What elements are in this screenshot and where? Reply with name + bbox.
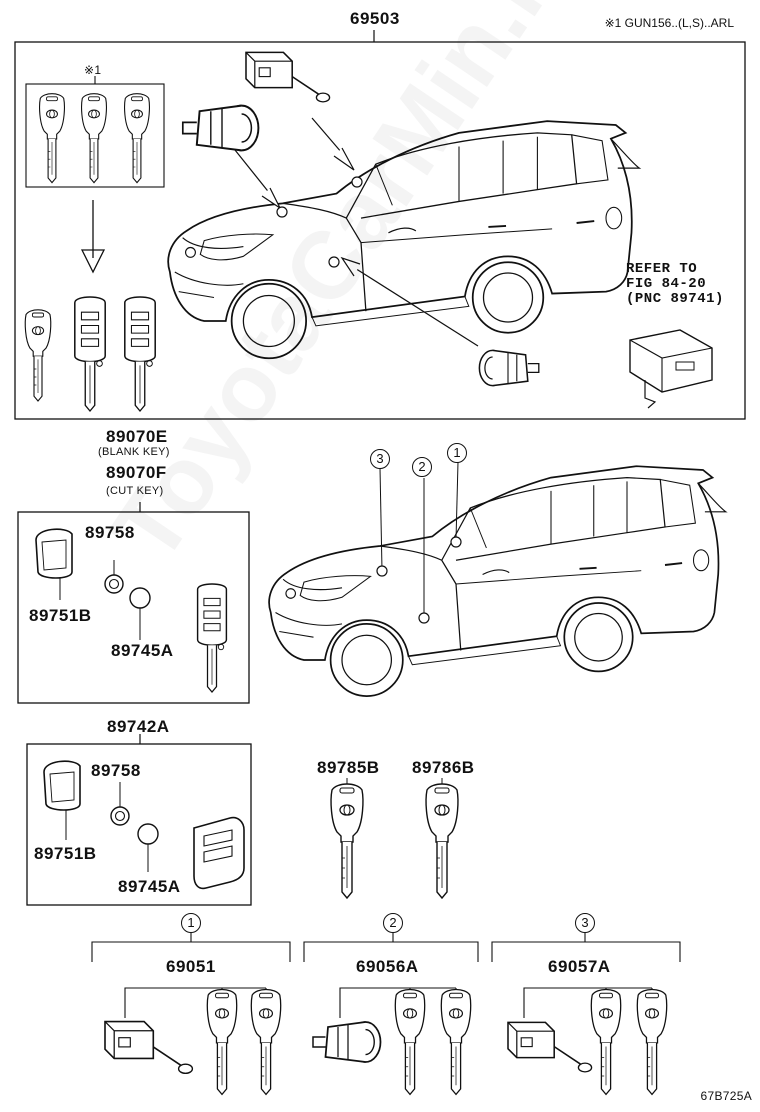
- car-marker-3: 3: [370, 449, 390, 469]
- remote-key-box-1: [17, 502, 250, 704]
- vehicle-location-view: [268, 461, 727, 698]
- set-2-marker: 2: [383, 913, 403, 933]
- set-3-part-number[interactable]: 69057A: [548, 957, 611, 976]
- box2-title-part-number[interactable]: 89742A: [107, 717, 170, 736]
- key-b-part-number[interactable]: 89786B: [412, 758, 475, 777]
- remote-key-box-2: [26, 734, 252, 906]
- main-assembly-box: [14, 30, 746, 420]
- reference-note[interactable]: REFER TO FIG 84-20 (PNC 89741): [626, 262, 724, 307]
- set-1-part-number[interactable]: 69051: [166, 957, 216, 976]
- box2-case-part-number[interactable]: 89751B: [34, 844, 97, 863]
- cut-key-part-number[interactable]: 89070F: [106, 463, 167, 482]
- key-group-note-marker: ※1: [84, 63, 102, 77]
- reference-line-2: FIG 84-20: [626, 276, 707, 292]
- main-assembly-part-number[interactable]: 69503: [350, 9, 400, 28]
- key-set-2: [303, 932, 479, 1096]
- key-set-1: [91, 932, 291, 1096]
- cut-key-description: (CUT KEY): [106, 485, 164, 497]
- applicability-note: ※1 GUN156..(L,S)..ARL: [604, 16, 734, 30]
- box1-battery-part-number[interactable]: 89745A: [111, 641, 174, 660]
- key-set-3: [491, 932, 681, 1096]
- car-marker-2: 2: [412, 457, 432, 477]
- set-2-part-number[interactable]: 69056A: [356, 957, 419, 976]
- single-keys: [330, 778, 459, 899]
- set-3-marker: 3: [575, 913, 595, 933]
- box1-ring-part-number[interactable]: 89758: [85, 523, 135, 542]
- reference-line-3: (PNC 89741): [626, 291, 724, 307]
- blank-key-part-number[interactable]: 89070E: [106, 427, 168, 446]
- car-marker-1: 1: [447, 443, 467, 463]
- box2-ring-part-number[interactable]: 89758: [91, 761, 141, 780]
- box1-case-part-number[interactable]: 89751B: [29, 606, 92, 625]
- set-1-marker: 1: [181, 913, 201, 933]
- key-a-part-number[interactable]: 89785B: [317, 758, 380, 777]
- box2-battery-part-number[interactable]: 89745A: [118, 877, 181, 896]
- reference-line-1: REFER TO: [626, 261, 698, 277]
- blank-key-description: (BLANK KEY): [98, 446, 170, 458]
- diagram-code: 67B725A: [700, 1089, 752, 1103]
